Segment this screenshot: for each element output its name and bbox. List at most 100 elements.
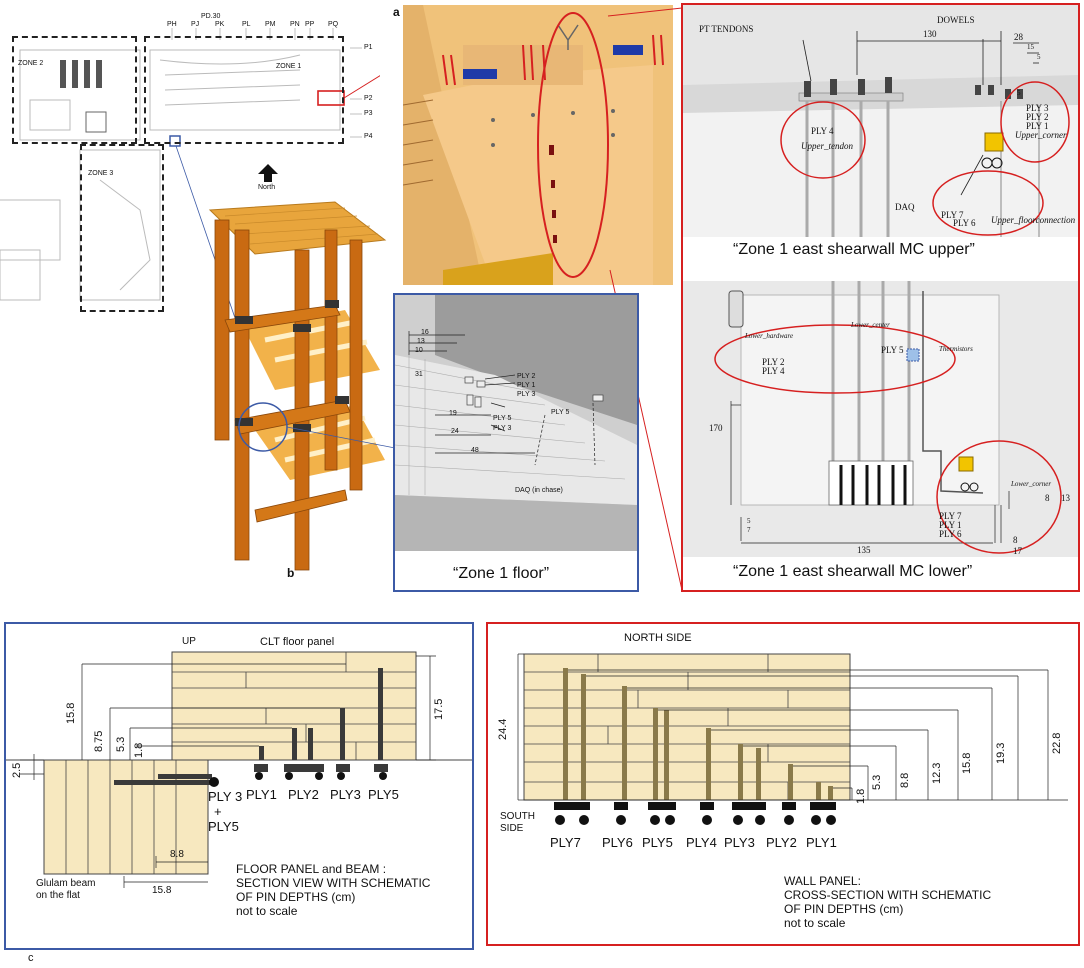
- grid-col-pl: PL: [242, 21, 251, 28]
- upper-ply6-label: PLY 6: [953, 218, 976, 228]
- grid-row-p2: P2: [364, 95, 373, 102]
- floor-ply1-label: PLY1: [246, 787, 277, 802]
- lower-ply6-label: PLY 6: [939, 529, 962, 539]
- lower-panel-drawing: [683, 281, 1078, 557]
- dim-8-75: 8.75: [93, 730, 105, 752]
- lower-caption: “Zone 1 east shearwall MC lower”: [733, 563, 973, 580]
- panel-letter-a: a: [393, 5, 400, 19]
- floor-detail-drawing: [395, 295, 637, 551]
- grid-row-p3: P3: [364, 110, 373, 117]
- grid-col-pm: PM: [265, 21, 276, 28]
- wall-dim-5-3: 5.3: [871, 774, 883, 790]
- grid-col-pj: PJ: [191, 21, 200, 28]
- dim-5b: 5: [1017, 89, 1021, 97]
- panel-divider: [683, 267, 1078, 281]
- zone2-label: ZONE 2: [18, 60, 44, 67]
- shearwall-3d-view: [403, 5, 673, 285]
- dim-15-8b: 15.8: [152, 885, 172, 896]
- lower-hardware-label: Lower_hardware: [745, 332, 794, 340]
- lower-ply1-label: PLY 1: [939, 520, 962, 530]
- wall-section-frame: NORTH SIDE SOUTH SIDE 24.4 1.8 5.3 8.8 1…: [486, 622, 1080, 946]
- floor-ply2-label: PLY2: [288, 787, 319, 802]
- upper-panel-drawing: [683, 5, 1078, 237]
- lower-corner-label: Lower_corner: [1011, 480, 1052, 488]
- glulam-label-2: on the flat: [36, 890, 80, 901]
- floor-dim-19: 19: [449, 410, 457, 417]
- upper-ply2-label: PLY 2: [1026, 112, 1049, 122]
- panel-letter-c: c: [28, 952, 34, 964]
- shearwall-highlight: [537, 12, 609, 278]
- dim-130: 130: [923, 29, 937, 39]
- shearwall-detail-frame: PT TENDONS DOWELS 130 28 15 5 5 PLY 4 Up…: [681, 3, 1080, 592]
- wall-section-drawing: [517, 653, 1068, 825]
- dim-5-lower: 5: [747, 517, 751, 525]
- zone3-box: [80, 144, 164, 312]
- floor-dim-13: 13: [417, 338, 425, 345]
- floor-ply3-label: PLY3: [330, 787, 361, 802]
- floor-ply3b: PLY 3: [493, 425, 512, 432]
- wall-dim-15-8: 15.8: [961, 752, 973, 774]
- floor-detail-frame: 16 13 10 31 19 24 48 PLY 2 PLY 1 PLY 3 P…: [393, 293, 639, 592]
- floor-marker: [169, 135, 181, 147]
- floor-desc-1: FLOOR PANEL and BEAM :: [236, 862, 387, 876]
- lower-ply5-label: PLY 5: [881, 345, 904, 355]
- wall-desc-1: WALL PANEL:: [784, 874, 861, 888]
- daq-box: [984, 132, 1004, 152]
- dim-170: 170: [709, 423, 723, 433]
- zone1-box: [144, 36, 344, 144]
- glulam-label-1: Glulam beam: [36, 878, 96, 889]
- lower-ply2-label: PLY 2: [762, 357, 785, 367]
- floor-dim-24: 24: [451, 428, 459, 435]
- floor-ply5-label: PLY5: [368, 787, 399, 802]
- wall-ply7: PLY7: [550, 835, 581, 850]
- dim-8a: 8: [1045, 493, 1050, 503]
- wall-ply6: PLY6: [602, 835, 633, 850]
- floor-ply5a: PLY 5: [493, 415, 512, 422]
- floor-ply3a: PLY 3: [517, 391, 536, 398]
- dim-17-5: 17.5: [433, 698, 445, 720]
- upper-ply7-label: PLY 7: [941, 210, 964, 220]
- wall-dim-1-8: 1.8: [855, 788, 867, 804]
- pd-label: PD.30: [201, 13, 221, 20]
- north-label: North: [258, 184, 276, 191]
- wall-ply1: PLY1: [806, 835, 837, 850]
- grid-row-p4: P4: [364, 133, 373, 140]
- upper-ply1-label: PLY 1: [1026, 121, 1049, 131]
- dim-15-8: 15.8: [65, 702, 77, 724]
- upper-caption: “Zone 1 east shearwall MC upper”: [733, 241, 975, 258]
- zone2-box: [12, 36, 137, 144]
- north-arrow-icon: [258, 164, 278, 182]
- dim-8-8: 8.8: [170, 849, 184, 860]
- up-label: UP: [182, 636, 196, 647]
- floor-ply1: PLY 1: [517, 382, 536, 389]
- dim-2-5: 2.5: [11, 762, 23, 778]
- floor-ply5b: PLY 5: [551, 409, 570, 416]
- floor-ply2: PLY 2: [517, 373, 536, 380]
- grid-col-ph: PH: [167, 21, 177, 28]
- south-side-label-1: SOUTH: [500, 811, 535, 822]
- upper-daq-label: DAQ: [895, 202, 915, 212]
- thermistors-label: Thermistors: [939, 345, 973, 353]
- dim-24-4: 24.4: [497, 718, 509, 740]
- wall-ply3: PLY3: [724, 835, 755, 850]
- floor-plus: +: [214, 804, 222, 819]
- floor-daq: DAQ (in chase): [515, 487, 563, 494]
- floor-desc-4: not to scale: [236, 904, 298, 918]
- panel-letter-b: b: [287, 566, 295, 580]
- dim-5a: 5: [1037, 53, 1041, 61]
- floor-section-drawing: [6, 651, 472, 888]
- lower-center-label: Lower_center: [851, 321, 890, 329]
- dim-7: 7: [747, 526, 751, 534]
- floor-dim-10: 10: [415, 347, 423, 354]
- dim-1-8: 1.8: [133, 742, 145, 758]
- dim-17: 17: [1013, 546, 1022, 556]
- floor-plan-drawing: [0, 28, 403, 421]
- upper-floor-label: Upper_floorconnection: [991, 215, 1076, 225]
- floor-desc-2: SECTION VIEW WITH SCHEMATIC: [236, 876, 431, 890]
- dim-28: 28: [1014, 32, 1023, 42]
- dim-13: 13: [1061, 493, 1070, 503]
- south-side-label-2: SIDE: [500, 823, 524, 834]
- zone3-label: ZONE 3: [88, 170, 114, 177]
- wall-dim-12-3: 12.3: [931, 762, 943, 784]
- frame-3d-view: [195, 190, 396, 585]
